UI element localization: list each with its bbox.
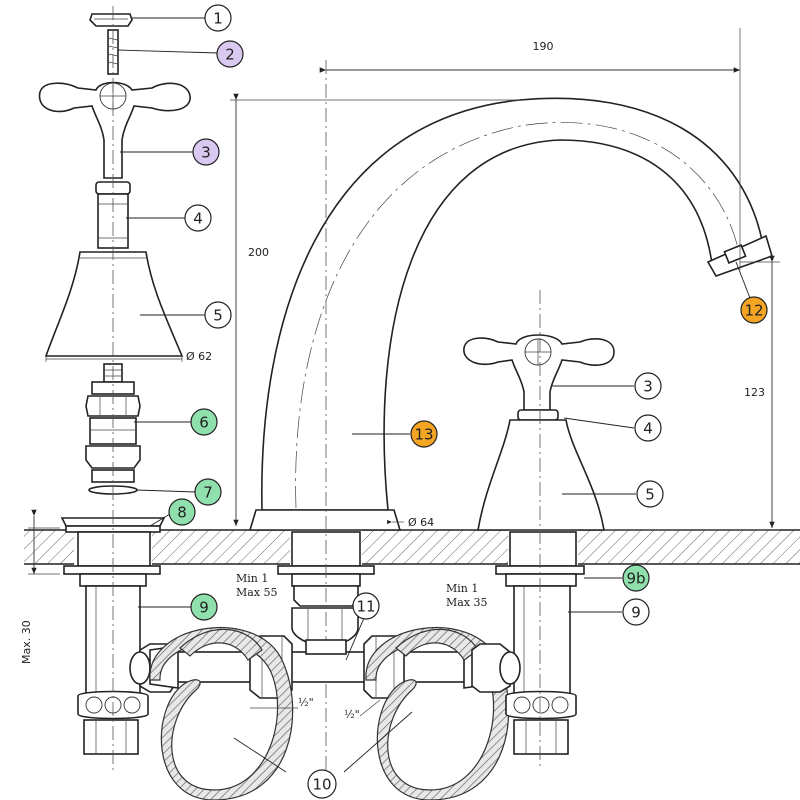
callout-5-left: 5 [204, 301, 232, 329]
callout-4-left: 4 [184, 204, 212, 232]
dim-height: 200 [248, 246, 269, 259]
note-thread-left: ½" [298, 696, 314, 709]
dimension-labels: 190 200 123 Ø 64 Ø 62 Max. 30 [20, 40, 765, 664]
callout-12: 12 [740, 296, 768, 324]
svg-text:11: 11 [356, 598, 375, 616]
note-right-max: Max 35 [446, 596, 488, 609]
svg-text:10: 10 [312, 776, 331, 794]
svg-text:3: 3 [201, 144, 211, 162]
dim-bell-diameter: Ø 62 [186, 350, 212, 363]
svg-text:5: 5 [645, 486, 655, 504]
svg-text:4: 4 [643, 420, 653, 438]
callout-7: 7 [194, 478, 222, 506]
svg-text:12: 12 [744, 302, 763, 320]
svg-text:1: 1 [213, 10, 223, 28]
callout-2: 2 [216, 40, 244, 68]
note-center-min: Min 1 [236, 572, 268, 585]
dim-max-depth: Max. 30 [20, 620, 33, 664]
dimension-lines [28, 28, 780, 575]
flexible-hoses [149, 627, 510, 800]
dim-spout-reach: 190 [533, 40, 554, 53]
svg-text:4: 4 [193, 210, 203, 228]
callout-10: 10 [307, 769, 337, 799]
svg-text:2: 2 [225, 46, 235, 64]
notes: Min 1 Max 55 Min 1 Max 35 ½" ½" [236, 572, 488, 721]
dim-base-diameter: Ø 64 [408, 516, 434, 529]
callout-6: 6 [190, 408, 218, 436]
svg-text:9: 9 [631, 604, 641, 622]
callout-5-right: 5 [636, 480, 664, 508]
svg-text:9: 9 [199, 599, 209, 617]
svg-text:7: 7 [203, 484, 213, 502]
callout-1: 1 [204, 4, 232, 32]
callout-9b: 9b [622, 564, 650, 592]
svg-text:5: 5 [213, 307, 223, 325]
dim-spout-clearance: 123 [744, 386, 765, 399]
callout-3-left: 3 [192, 138, 220, 166]
svg-text:6: 6 [199, 414, 209, 432]
callout-4-right: 4 [634, 414, 662, 442]
svg-text:3: 3 [643, 378, 653, 396]
right-valve-assembled [463, 290, 615, 770]
callout-9-left: 9 [190, 593, 218, 621]
svg-text:13: 13 [414, 426, 433, 444]
leader-lines [117, 17, 751, 773]
left-exploded-valve [38, 6, 191, 770]
note-thread-right: ½" [344, 708, 360, 721]
callout-9-right: 9 [622, 598, 650, 626]
callout-8: 8 [168, 498, 196, 526]
svg-text:8: 8 [177, 504, 187, 522]
note-right-min: Min 1 [446, 582, 478, 595]
callout-11: 11 [352, 592, 380, 620]
note-center-max: Max 55 [236, 586, 278, 599]
callout-13: 13 [410, 420, 438, 448]
svg-text:9b: 9b [626, 570, 645, 588]
callout-3-right: 3 [634, 372, 662, 400]
